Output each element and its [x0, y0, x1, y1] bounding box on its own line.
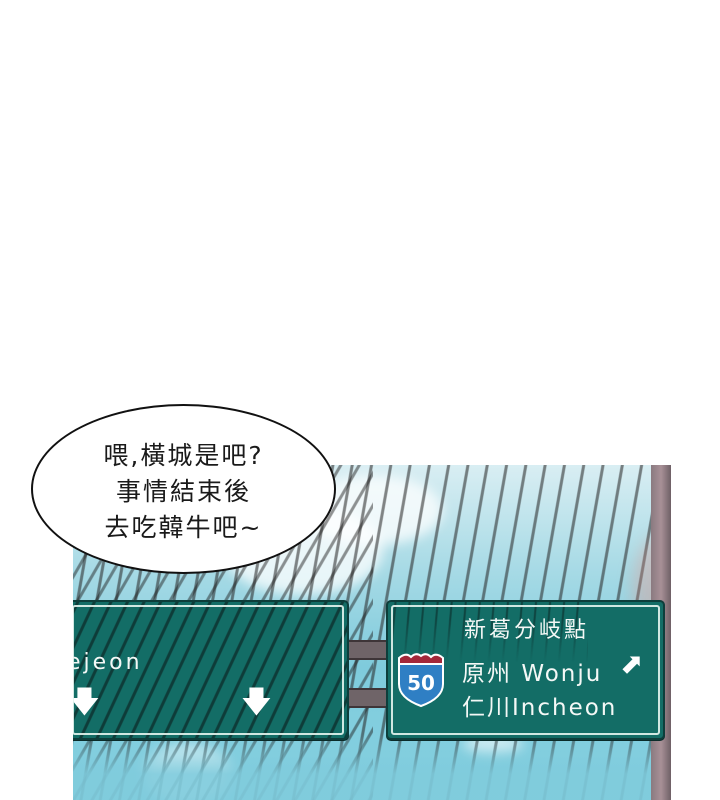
- route-number: 50: [407, 671, 435, 695]
- speed-lines: [73, 602, 347, 738]
- destination-row: 原州 Wonju: [462, 654, 602, 688]
- speech-bubble-text: 喂,橫城是吧? 事情結束後 去吃韓牛吧~: [31, 438, 336, 546]
- destination-korean: 仁川: [462, 695, 512, 721]
- destination-english: Incheon: [512, 695, 618, 721]
- destination-english: Wonju: [521, 661, 603, 687]
- sky: [73, 735, 671, 800]
- arrow-up-right-icon: ⬈: [620, 647, 644, 680]
- junction-name: 新葛分岐點: [464, 618, 590, 643]
- destination-row: 仁川Incheon: [462, 688, 617, 722]
- destination-partial: ejeon: [73, 650, 143, 675]
- route-shield-icon: 50: [398, 653, 444, 708]
- arrow-down-icon: 🡇: [241, 685, 272, 720]
- sign-beam: [347, 688, 387, 708]
- dialogue-line: 喂,橫城是吧?: [103, 441, 264, 470]
- speech-bubble: [31, 404, 336, 574]
- speed-lines: [388, 602, 588, 662]
- destination-korean: 原州: [462, 661, 512, 687]
- highway-sign-right: 新葛分岐點 50 原州 Wonju ⬈ 仁川Incheon: [386, 600, 665, 740]
- highway-sign-left: ejeon 🡇 🡇: [73, 600, 349, 740]
- dialogue-line: 去吃韓牛吧~: [104, 513, 263, 542]
- arrow-down-icon: 🡇: [73, 688, 100, 718]
- dialogue-line: 事情結束後: [115, 477, 251, 506]
- sign-beam: [347, 640, 387, 660]
